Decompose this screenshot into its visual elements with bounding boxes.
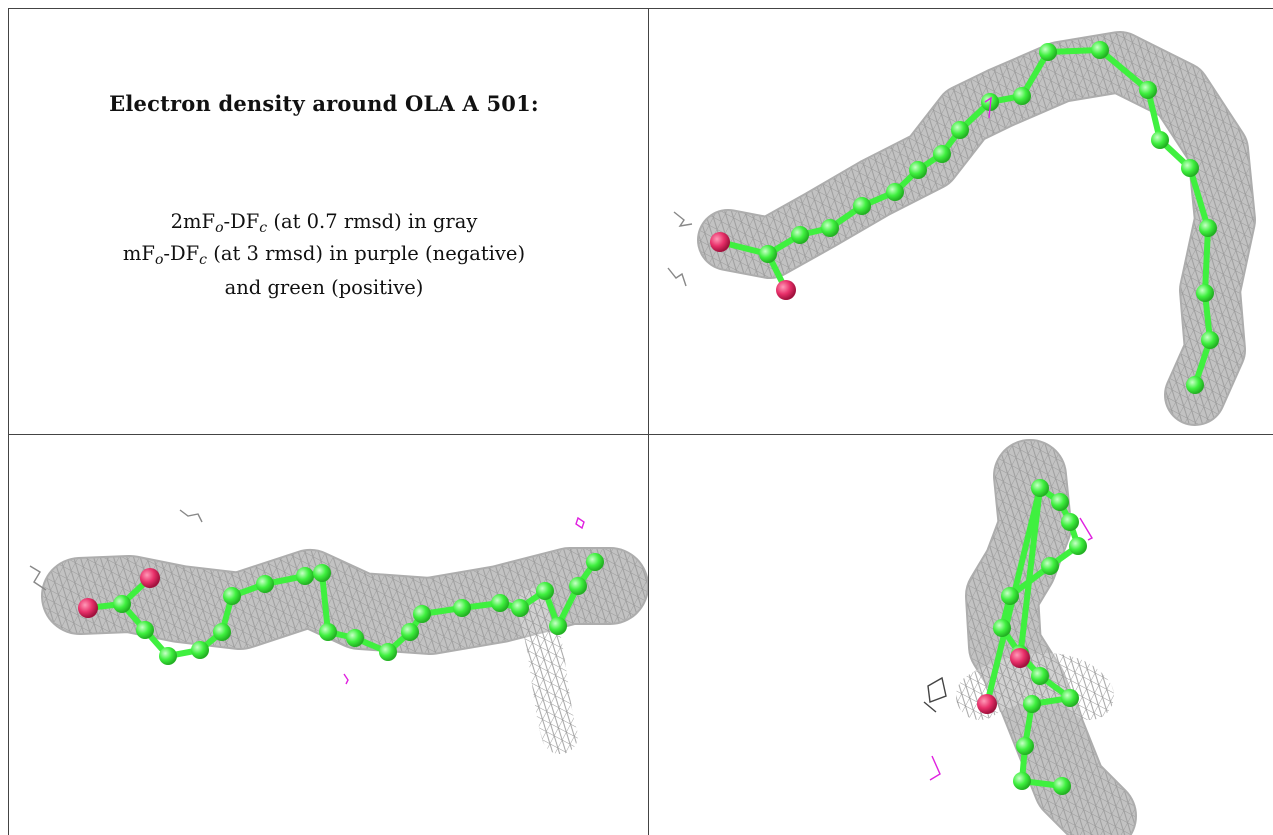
carbon-atom [136,621,154,639]
caption-line-2fofc: 2mFo-DFc (at 0.7 rmsd) in gray [0,210,648,236]
carbon-atom [569,577,587,595]
carbon-atom [346,629,364,647]
carbon-atom [379,643,397,661]
isolated-density-blob [923,676,947,713]
carbon-atom [951,121,969,139]
carbon-atom [256,575,274,593]
caption-text: mF [122,242,155,265]
carbon-atom [759,245,777,263]
density-mesh [517,588,578,754]
carbon-atom [296,567,314,585]
carbon-atom [1196,284,1214,302]
carbon-atom [1031,479,1049,497]
bond [1187,165,1211,231]
carbon-atom [453,599,471,617]
oxygen-atom [710,232,730,252]
carbon-atom [536,582,554,600]
caption-text: 2mF [170,210,216,233]
bond [1202,225,1211,296]
carbon-atom [1031,667,1049,685]
table-divider-horizontal [8,434,1273,435]
carbon-atom [1201,331,1219,349]
carbon-atom [1061,513,1079,531]
table-border-left [8,8,9,835]
carbon-atom [511,599,529,617]
caption-line-positive: and green (positive) [224,276,424,299]
negative-density-blob [929,755,941,781]
view-top-right [667,31,1256,426]
table-border-top [8,8,1273,9]
carbon-atom [1051,493,1069,511]
oxygen-atom [776,280,796,300]
carbon-atom [853,197,871,215]
carbon-atom [886,183,904,201]
oxygen-atom [140,568,160,588]
carbon-atom [1013,772,1031,790]
view-bottom-right [923,439,1137,835]
carbon-atom [1069,537,1087,555]
density-mesh [699,33,1254,424]
carbon-atom [791,226,809,244]
carbon-atom [1199,219,1217,237]
carbon-atom [223,587,241,605]
carbon-atom [1053,777,1071,795]
carbon-atom [401,623,419,641]
caption-title: Electron density around OLA A 501: [109,91,539,116]
table-divider-vertical [648,8,649,835]
isolated-density-blob [29,509,203,591]
oxygen-atom [78,598,98,618]
carbon-atom [993,619,1011,637]
caption-subscript: c [199,252,208,269]
carbon-atom [1013,87,1031,105]
carbon-atom [319,623,337,641]
carbon-atom [821,219,839,237]
caption-text: -DF [163,242,200,265]
carbon-atom [1091,41,1109,59]
caption-subscript: o [215,220,224,237]
isolated-density-blob [667,211,693,287]
carbon-atom [1023,695,1041,713]
caption-text: (at 0.7 rmsd) in gray [267,210,478,233]
caption-line-fofc: mFo-DFc (at 3 rmsd) in purple (negative) [0,242,648,268]
negative-density-blob [984,96,992,119]
negative-density-blob [1079,517,1093,541]
carbon-atom [313,564,331,582]
carbon-atom [1039,43,1057,61]
carbon-atom [1016,737,1034,755]
carbon-atom [933,145,951,163]
carbon-atom [1001,587,1019,605]
caption-text: (at 3 rmsd) in purple (negative) [207,242,526,265]
bond [319,570,331,635]
carbon-atom [549,617,567,635]
view-bottom-left [29,509,648,754]
carbon-atom [1151,131,1169,149]
oxygen-atom [977,694,997,714]
caption-subscript: c [259,220,268,237]
negative-density-blob [575,516,585,530]
bond [1017,485,1043,661]
carbon-atom [191,641,209,659]
carbon-atom [1139,81,1157,99]
carbon-atom [213,623,231,641]
caption-text: -DF [223,210,260,233]
carbon-atom [909,161,927,179]
carbon-atom [586,553,604,571]
caption-subscript: o [154,252,164,269]
carbon-atom [1186,376,1204,394]
carbon-atom [159,647,177,665]
bond [1097,47,1151,93]
carbon-atom [491,594,509,612]
carbon-atom [1041,557,1059,575]
carbon-atom [1181,159,1199,177]
carbon-atom [113,595,131,613]
negative-density-blob [343,673,349,685]
oxygen-atom [1010,648,1030,668]
carbon-atom [413,605,431,623]
carbon-atom [1061,689,1079,707]
